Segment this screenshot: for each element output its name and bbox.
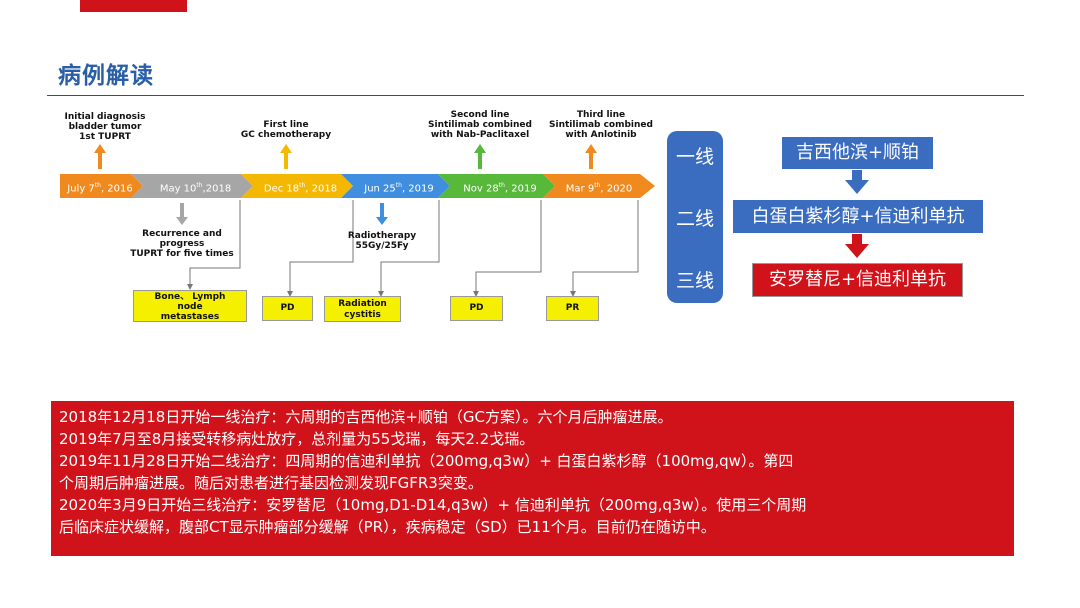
label-first-line: First line GC chemotherapy [240,120,332,140]
outcome-box-pd-2: PD [450,296,503,321]
title-divider [47,95,1024,96]
label-recurrence: Recurrence and progress TUPRT for five t… [130,229,234,259]
outcome-box-metastases: Bone、 Lymph node metastases [133,290,247,322]
timeline-segment-4 [341,174,450,198]
label-third-line: Third line Sintilimab combined with Anlo… [549,110,653,140]
down-arrow-radiotherapy [376,203,388,225]
timeline-segment-3 [241,174,353,198]
connector-arrowheads [187,284,576,297]
timeline-segment-2 [131,174,253,198]
timeline-date-4: Jun 25th, 2019 [364,182,434,195]
regimen-first-line: 吉西他滨+顺铂 [782,137,933,169]
treatment-summary-box: 2018年12月18日开始一线治疗：六周期的吉西他滨+顺铂（GC方案）。六个月后… [51,401,1014,556]
outcome-box-pd-1: PD [262,296,313,321]
up-arrow-initial [94,144,106,169]
treatment-line-panel [667,131,723,303]
summary-line: 2018年12月18日开始一线治疗：六周期的吉西他滨+顺铂（GC方案）。六个月后… [59,408,673,426]
summary-line: 2019年7月至8月接受转移病灶放疗，总剂量为55戈瑞，每天2.2戈瑞。 [59,430,535,448]
summary-line: 后临床症状缓解，腹部CT显示肿瘤部分缓解（PR），疾病稳定（SD）已11个月。目… [59,518,716,536]
up-arrow-third-line [585,144,597,169]
line-label-first: 一线 [675,146,714,168]
timeline-segment-1 [60,174,143,198]
timeline-date-5: Nov 28th, 2019 [463,182,537,195]
slide-title: 病例解读 [58,63,154,89]
label-initial-diagnosis: Initial diagnosis bladder tumor 1st TUPR… [64,112,146,142]
regimen-arrow-2 [845,234,869,258]
line-label-second: 二线 [675,208,714,230]
timeline-date-3: Dec 18th, 2018 [263,182,338,195]
regimen-arrow-1 [845,170,869,194]
down-arrow-recurrence [176,203,188,225]
timeline-date-1: July 7th, 2016 [67,182,133,195]
regimen-third-line: 安罗替尼+信迪利单抗 [752,263,963,297]
line-label-third: 三线 [675,270,714,292]
regimen-second-line: 白蛋白紫杉醇+信迪利单抗 [733,200,983,233]
outcome-box-radiation-cystitis: Radiation cystitis [324,296,401,322]
timeline-date-6: Mar 9th, 2020 [565,182,633,195]
label-second-line: Second line Sintilimab combined with Nab… [428,110,532,140]
timeline-segment-6 [543,174,655,198]
summary-line: 个周期后肿瘤进展。随后对患者进行基因检测发现FGFR3突变。 [59,474,483,492]
outcome-connectors [189,200,639,293]
timeline-segment-5 [438,174,555,198]
up-arrow-first-line [280,144,292,169]
up-arrow-second-line [474,144,486,169]
outcome-box-pr: PR [546,296,599,321]
summary-line: 2020年3月9日开始三线治疗：安罗替尼（10mg,D1-D14,q3w）+ 信… [59,496,807,514]
top-accent-bar [80,0,187,12]
summary-line: 2019年11月28日开始二线治疗：四周期的信迪利单抗（200mg,q3w）+ … [59,452,794,470]
timeline-date-2: May 10th,2018 [159,182,232,195]
label-radiotherapy: Radiotherapy 55Gy/25Fy [347,231,417,251]
